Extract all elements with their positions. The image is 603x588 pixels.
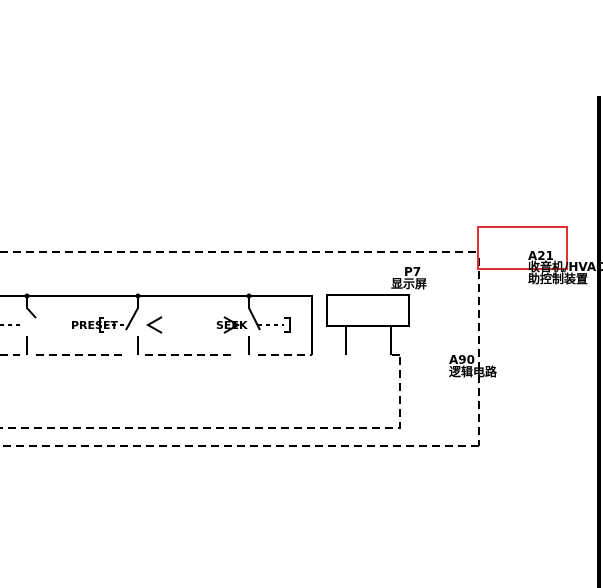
a90-name-label: 逻辑电路 — [449, 365, 498, 379]
a21-ref-label: A21 — [528, 249, 554, 263]
switch-preset — [99, 296, 139, 355]
p7-name-label: 显示屏 — [391, 277, 428, 291]
p7-ref-label: P7 — [404, 265, 422, 279]
chevron-left-icon — [145, 316, 163, 334]
a90-ref-label: A90 — [449, 353, 475, 367]
display-box — [326, 294, 410, 327]
a90-boundary — [0, 357, 401, 429]
switch-seek — [248, 296, 291, 355]
chevron-right-icon — [223, 316, 241, 334]
a21-name-label: 收音机/HVAC — [528, 260, 603, 274]
a21-name-label-2: 助控制装置 — [528, 272, 589, 286]
scrollbar[interactable] — [597, 96, 601, 588]
selection-highlight — [477, 226, 568, 270]
switch-left — [0, 296, 37, 355]
switch-bus-wire — [0, 295, 313, 355]
seek-label: SEEK — [216, 319, 248, 332]
preset-label: PRESET — [71, 319, 118, 332]
